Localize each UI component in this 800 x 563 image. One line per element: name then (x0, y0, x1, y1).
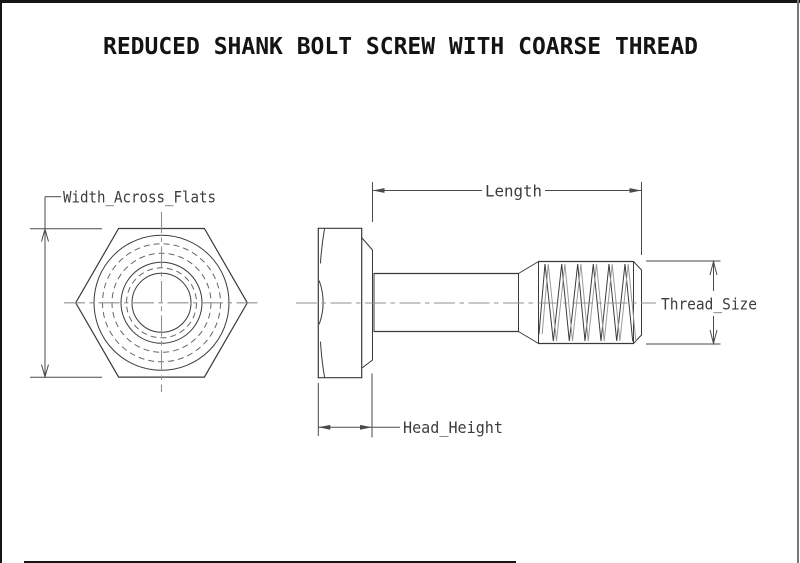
head-washer-face (361, 237, 373, 369)
arrow-up-icon (41, 227, 49, 242)
arrow-right-icon (629, 188, 642, 193)
thread-helix-zigzag-shadow (541, 263, 637, 342)
arrow-down-icon (709, 329, 718, 346)
arrow-up-icon (709, 259, 718, 276)
drawing-frame-top (0, 0, 800, 3)
dim-label-head-height: Head_Height (403, 418, 503, 437)
drawing-title: REDUCED SHANK BOLT SCREW WITH COARSE THR… (103, 34, 698, 60)
front-view (64, 212, 258, 392)
arrow-left-icon (372, 188, 385, 193)
arrow-right-icon (360, 424, 372, 430)
dim-label-thread-size: Thread_Size (661, 295, 757, 314)
arrow-down-icon (41, 364, 49, 379)
dim-width-across-flats: Width_Across_Flats (30, 188, 216, 379)
thread-helix-zigzag (538, 263, 634, 342)
side-view-thread (296, 260, 656, 345)
drawing-frame-right (797, 0, 799, 563)
dim-label-length: Length (485, 182, 542, 201)
arrow-left-icon (318, 424, 331, 430)
drawing-frame-left (0, 0, 2, 563)
cone-top (518, 261, 539, 274)
side-view-shank (373, 261, 539, 344)
dim-head-height: Head_Height (317, 373, 503, 438)
cone-bottom (518, 331, 539, 344)
dim-thread-size: Thread_Size (646, 259, 757, 346)
tip-chamfer-top (633, 261, 642, 271)
tip-chamfer-bottom (633, 334, 642, 344)
drawing-frame-bottom (24, 561, 516, 563)
dim-label-width-across-flats: Width_Across_Flats (63, 188, 216, 207)
side-view-head (317, 227, 373, 379)
dim-length: Length (372, 182, 642, 255)
